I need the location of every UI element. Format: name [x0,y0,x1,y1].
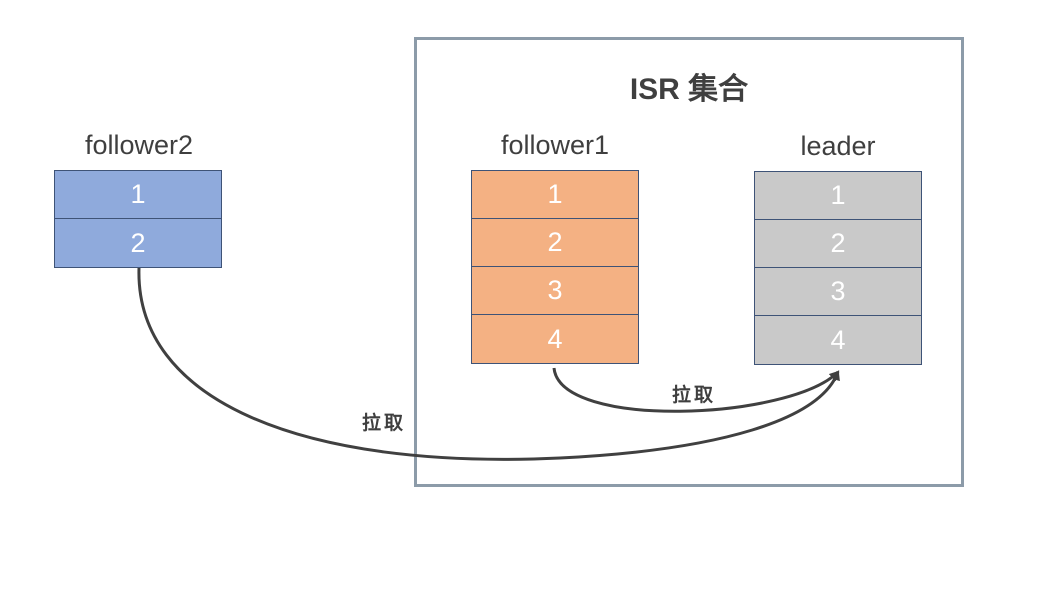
leader-stack: 1 2 3 4 [754,171,922,365]
follower2-cell: 1 [55,171,221,219]
follower2-pull-label: 拉取 [362,413,407,434]
isr-set-box [414,37,964,487]
leader-cell: 3 [755,268,921,316]
follower2-stack: 1 2 [54,170,222,268]
leader-cell: 2 [755,220,921,268]
isr-title: ISR 集合 [629,73,749,106]
follower1-label: follower1 [500,130,610,160]
follower1-cell: 4 [472,315,638,363]
follower1-cell: 3 [472,267,638,315]
leader-label: leader [800,131,876,161]
leader-cell: 1 [755,172,921,220]
follower1-cell: 2 [472,219,638,267]
follower1-pull-label: 拉取 [672,385,717,406]
follower2-cell: 2 [55,219,221,267]
leader-cell: 4 [755,316,921,364]
follower1-stack: 1 2 3 4 [471,170,639,364]
follower2-label: follower2 [84,130,194,160]
follower1-cell: 1 [472,171,638,219]
